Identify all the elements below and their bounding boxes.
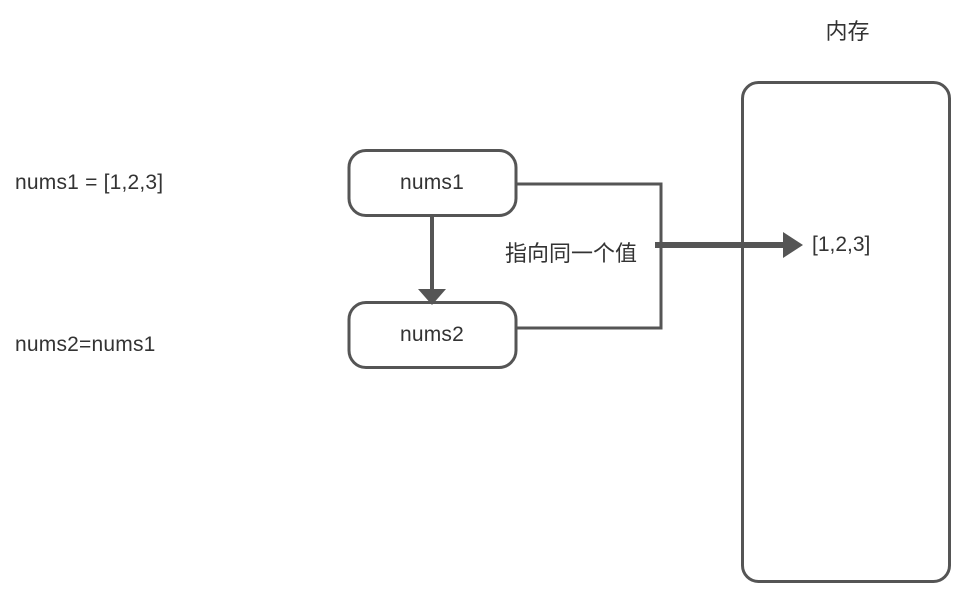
memory-box — [741, 81, 951, 583]
shared-pointer-annotation: 指向同一个值 — [505, 241, 638, 266]
nums1-connector-line — [516, 182, 663, 245]
nums2-connector-line — [516, 245, 663, 330]
shared-pointer-arrowhead — [783, 232, 803, 258]
nums1-box-label: nums1 — [399, 171, 465, 194]
code-label-nums1-assignment: nums1 = [1,2,3] — [15, 171, 164, 194]
nums2-box-label: nums2 — [399, 323, 465, 346]
memory-title: 内存 — [825, 19, 870, 44]
nums1-to-nums2-arrowhead — [418, 289, 446, 305]
memory-value-text: [1,2,3] — [812, 233, 871, 256]
code-label-nums2-assignment: nums2=nums1 — [15, 333, 156, 356]
